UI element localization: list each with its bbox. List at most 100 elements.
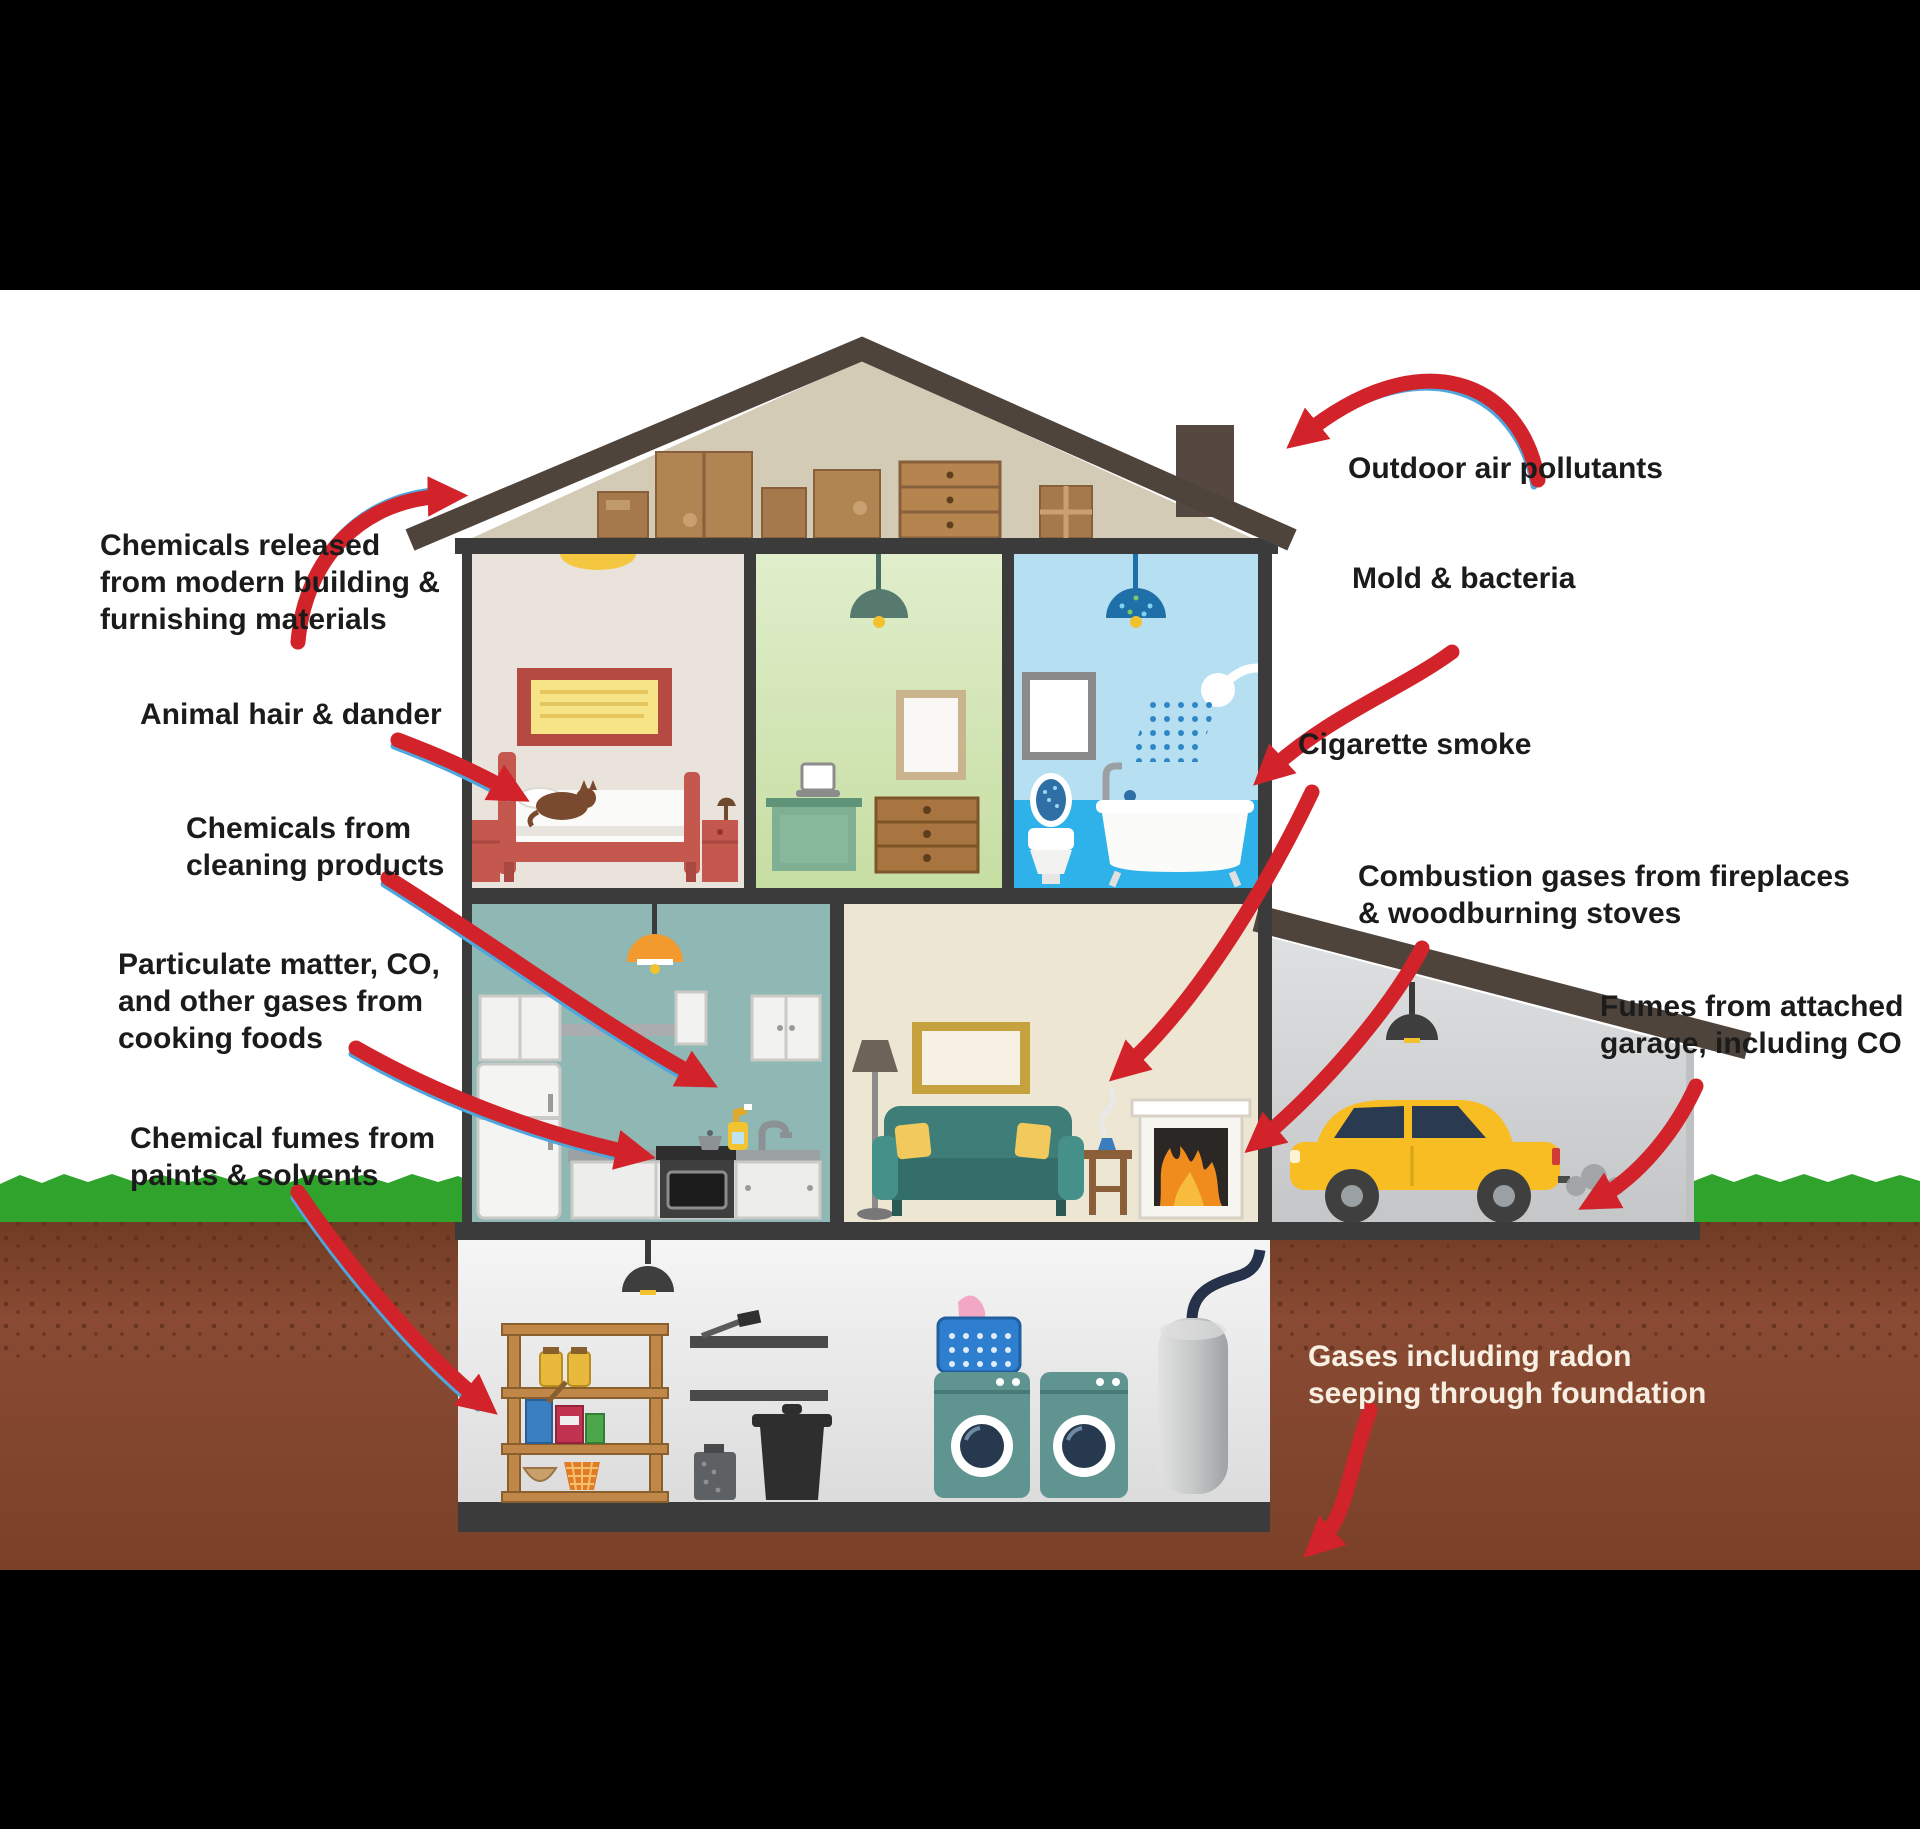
sofa (872, 1106, 1084, 1216)
kitchen-pendant-lamp (627, 904, 683, 974)
arrow-mold-bacteria (1253, 644, 1460, 786)
pillow (1014, 1122, 1052, 1160)
bathroom-mirror (1022, 672, 1096, 760)
label-combustion-gases: Combustion gases from fireplaces & woodb… (1358, 860, 1850, 930)
shower-head (1130, 663, 1259, 762)
basement (458, 1240, 1270, 1532)
headlight (1290, 1150, 1300, 1163)
wall-frame (912, 1022, 1030, 1094)
dresser (874, 796, 980, 874)
roof (405, 336, 1297, 551)
garage-lamp (1386, 982, 1438, 1043)
illustration-area (0, 290, 1920, 1570)
ashtray (1098, 1138, 1116, 1150)
label-mold-bacteria: Mold & bacteria (1352, 562, 1576, 595)
arrow-animal-hair (390, 732, 530, 802)
attic-floor-beam (455, 538, 1278, 554)
label-chemicals-released: Chemicals released from modern building … (100, 529, 440, 636)
living-room (844, 904, 1258, 1222)
pillow (894, 1122, 932, 1160)
wall-shelves (690, 1309, 828, 1401)
grass-left (0, 1174, 470, 1222)
attic-dresser (898, 460, 1002, 540)
bathroom (1014, 554, 1259, 888)
bedroom-picture (517, 668, 672, 746)
car-window (1412, 1106, 1486, 1138)
paint-cans (525, 1380, 605, 1444)
arrows (290, 373, 1704, 1558)
attic (405, 336, 1297, 554)
storage-shelf (501, 1323, 669, 1503)
side-table (1084, 1086, 1132, 1215)
wall-divider (744, 554, 756, 888)
arrow-garage-fumes (1578, 1078, 1704, 1210)
wall-divider (1002, 554, 1014, 888)
label-cigarette-smoke: Cigarette smoke (1298, 728, 1532, 761)
washer (934, 1372, 1030, 1498)
arrow-paints-solvents (290, 1184, 498, 1415)
nightstand (472, 820, 500, 882)
hammer-icon (700, 1309, 762, 1339)
basement-lamp (622, 1240, 674, 1295)
garage-roof (1252, 904, 1752, 1060)
water-heater (1158, 1249, 1266, 1494)
basement-floor (458, 1502, 1270, 1532)
bedroom (472, 554, 744, 888)
second-floor-beam (462, 888, 1258, 904)
kitchen (472, 904, 830, 1222)
desk (766, 762, 862, 871)
office-pendant-lamp (850, 554, 908, 628)
grass-right (1694, 1174, 1920, 1222)
arrow-cleaning-products (380, 870, 718, 1088)
dryer (1040, 1372, 1128, 1498)
bedroom-ceiling-light (560, 554, 636, 570)
main-floor-beam (455, 1222, 1700, 1240)
label-cleaning-products: Chemicals from cleaning products (186, 812, 445, 882)
label-animal-hair: Animal hair & dander (140, 698, 442, 731)
laptop (796, 762, 840, 797)
heater-pipe (1186, 1249, 1266, 1321)
car (1290, 1100, 1570, 1223)
exhaust-pipe (1558, 1176, 1570, 1183)
label-outdoor-air: Outdoor air pollutants (1348, 452, 1663, 485)
toilet (1028, 773, 1074, 884)
spray-bottle (728, 1104, 752, 1150)
trash-bin (752, 1404, 832, 1500)
office-room (756, 554, 1002, 888)
label-garage-fumes: Fumes from attached garage, including CO (1600, 990, 1904, 1060)
exterior-wall-left (462, 545, 472, 1240)
nightstand (702, 797, 738, 882)
bathroom-pendant-lamp (1106, 554, 1166, 628)
tub-faucet (1102, 762, 1122, 800)
cigarette-smoke-wisp (1099, 1086, 1116, 1138)
taillight (1552, 1148, 1560, 1165)
bed (498, 752, 700, 882)
arrow-chemicals-released (290, 476, 469, 650)
pot (698, 1130, 722, 1150)
arrow-outdoor-air (1286, 373, 1546, 490)
arrow-radon (1303, 1402, 1378, 1558)
arrow-combustion-gases (1244, 940, 1430, 1153)
range-hood (674, 990, 708, 1046)
canister (694, 1444, 736, 1500)
bowls (522, 1461, 600, 1491)
label-radon-gases: Gases including radon seeping through fo… (1308, 1340, 1707, 1410)
sink-faucet (758, 1120, 792, 1150)
table-lamp (717, 797, 736, 820)
arrow-cigarette-smoke (1108, 784, 1320, 1082)
laundry-basket (936, 1295, 1022, 1374)
car-window (1334, 1106, 1404, 1138)
wall-divider (830, 904, 844, 1222)
fireplace (1130, 1098, 1252, 1220)
bathtub (1096, 762, 1254, 888)
shower-spray (1130, 698, 1218, 762)
cat (527, 780, 597, 828)
upper-cabinets (478, 990, 822, 1062)
house-cross-section-illustration (0, 336, 1920, 1570)
arrow-particulate (348, 1040, 656, 1170)
stove (656, 1146, 736, 1218)
jars (539, 1347, 591, 1387)
office-art (896, 690, 966, 780)
label-paint-fumes: Chemical fumes from paints & solvents (130, 1122, 436, 1192)
